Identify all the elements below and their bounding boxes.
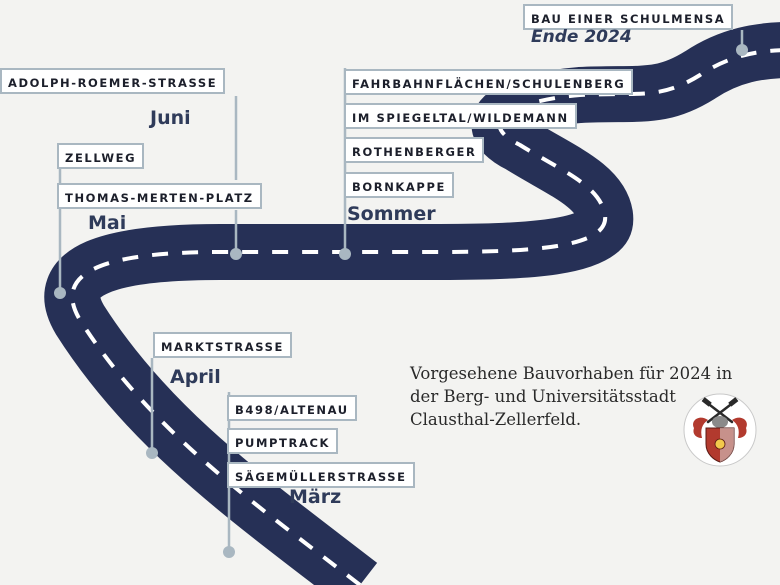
period-maerz: März (289, 486, 342, 508)
lane-markings (70, 48, 780, 585)
period-sommer: Sommer (347, 203, 436, 225)
period-mai: Mai (88, 212, 127, 234)
tag-saegemuellerstrasse: SÄGEMÜLLERSTRASSE (227, 462, 415, 488)
caption-line-1: Vorgesehene Bauvorhaben für 2024 in (410, 364, 733, 383)
tag-adolph-roemer-strasse: ADOLPH-ROEMER-STRASSE (0, 68, 226, 94)
tag-marktstrasse: MARKTSTRASSE (153, 332, 292, 358)
dot-ende-2024 (736, 44, 748, 56)
tag-zellweg: ZELLWEG (57, 143, 145, 169)
tag-thomas-merten-platz: THOMAS-MERTEN-PLATZ (57, 183, 262, 209)
period-ende-2024: Ende 2024 (531, 27, 632, 47)
tag-bau-schulmensa: BAU EINER SCHULMENSA (523, 4, 734, 30)
caption: Vorgesehene Bauvorhaben für 2024 in der … (410, 362, 770, 431)
tag-fahrbahnflaechen-schulenberg: FAHRBAHNFLÄCHEN/SCHULENBERG (344, 69, 634, 95)
tag-b498-altenau: B498/ALTENAU (227, 395, 357, 421)
period-juni: Juni (150, 107, 191, 129)
tag-bornkappe: BORNKAPPE (344, 172, 454, 198)
dot-april (146, 447, 158, 459)
caption-line-3: Clausthal-Zellerfeld. (410, 410, 582, 429)
dot-mai-juni (230, 248, 242, 260)
period-april: April (170, 366, 221, 388)
connector-dots (54, 44, 748, 558)
tag-pumptrack: PUMPTRACK (227, 428, 338, 454)
tag-rothenberger: ROTHENBERGER (344, 137, 485, 163)
dot-maerz (223, 546, 235, 558)
dot-sommer (339, 248, 351, 260)
dot-zellweg (54, 287, 66, 299)
tag-im-spiegeltal-wildemann: IM SPIEGELTAL/WILDEMANN (344, 103, 577, 129)
coat-of-arms-icon (683, 393, 757, 467)
caption-line-2: der Berg- und Universitätsstadt (410, 387, 676, 406)
